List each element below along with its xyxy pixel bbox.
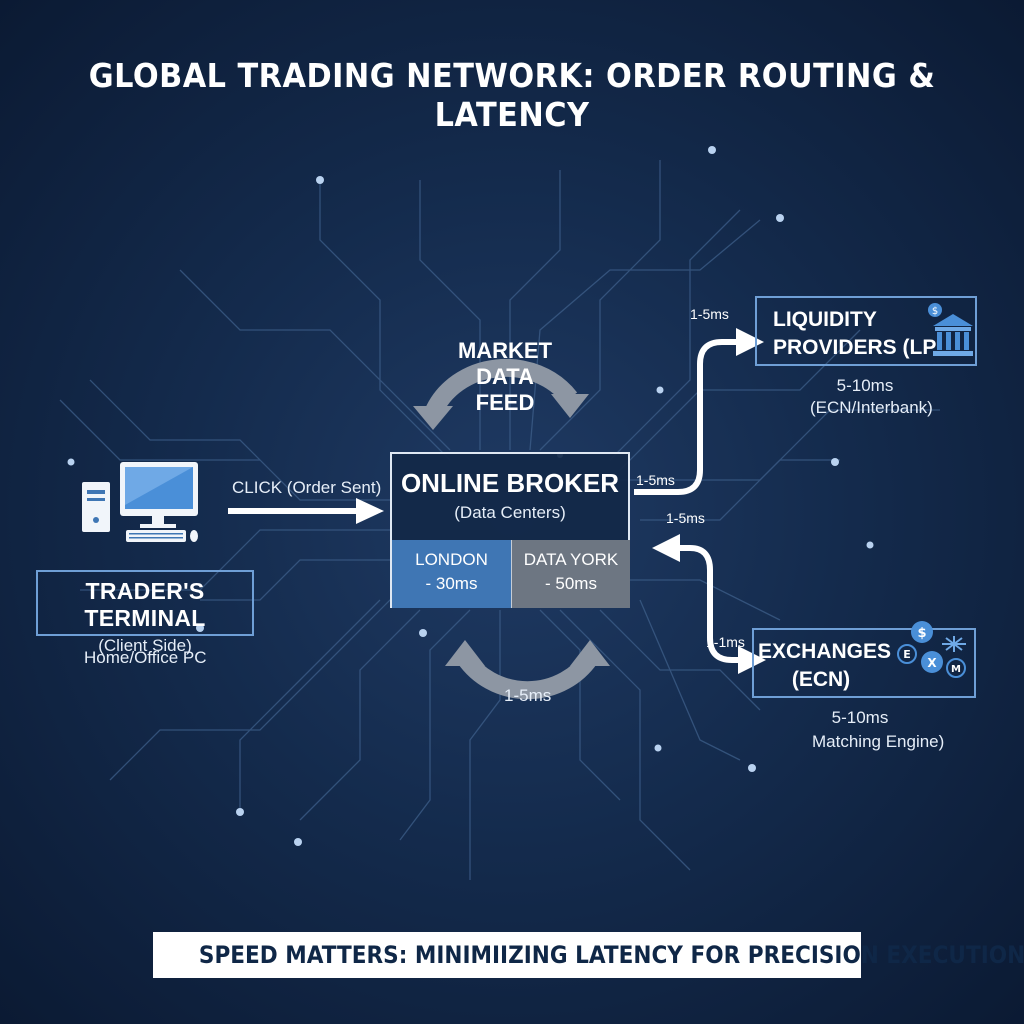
broker-subtitle: (Data Centers) [454, 503, 566, 522]
liquidity-providers-box: LIQUIDITY PROVIDERS (LP $ [755, 296, 977, 366]
exchanges-arrow-label: 1-1ms [706, 634, 745, 650]
market-data-feed-label: MARKET DATA FEED [430, 338, 580, 416]
broker-loop-label: 1-5ms [504, 686, 552, 705]
footer-text: SPEED MATTERS: MINIMIIZING LATENCY FOR P… [198, 941, 1024, 969]
svg-text:$: $ [917, 626, 926, 641]
svg-text:M: M [951, 664, 961, 675]
york-label: DATA YORK [523, 550, 619, 569]
market-feed-line2: FEED [475, 390, 535, 415]
currency-exchange-icon: $ E X M [897, 621, 966, 678]
routing-arrows [634, 328, 766, 674]
market-feed-line1: MARKET DATA [457, 338, 553, 389]
svg-text:E: E [903, 648, 911, 661]
page-title: GLOBAL TRADING NETWORK: ORDER ROUTING & … [88, 56, 936, 134]
bank-building-icon: $ [928, 303, 973, 356]
exchanges-latency: 5-10ms [831, 708, 889, 727]
broker-london-cell: LONDON - 30ms [392, 540, 511, 608]
online-broker-box: ONLINE BROKER (Data Centers) LONDON - 30… [390, 452, 630, 608]
lp-line1: LIQUIDITY [773, 308, 877, 331]
broker-york-cell: DATA YORK - 50ms [511, 540, 630, 608]
exchanges-box: EXCHANGES (ECN) $ E X M [752, 621, 976, 698]
broker-loop-arrows [445, 640, 610, 700]
exchanges-line1: EXCHANGES [758, 640, 892, 663]
trader-terminal-box: TRADER'S TERMINAL (Client Side) [36, 570, 254, 655]
trader-terminal-title: TRADER'S TERMINAL [84, 578, 206, 631]
lp-line2: PROVIDERS (LP [773, 336, 937, 359]
exchanges-note: Matching Engine) [812, 732, 945, 751]
london-latency: - 30ms [425, 574, 478, 593]
trader-terminal-caption: Home/Office PC [84, 648, 207, 667]
footer-banner: SPEED MATTERS: MINIMIIZING LATENCY FOR P… [153, 932, 1024, 978]
lp-note: (ECN/Interbank) [810, 398, 933, 417]
lp-latency: 5-10ms [836, 376, 894, 395]
london-label: LONDON [415, 550, 488, 569]
york-latency: - 50ms [545, 574, 597, 593]
exchanges-line2: (ECN) [791, 668, 851, 691]
lp-arrow-label: 1-5ms [690, 306, 729, 322]
svg-text:X: X [927, 656, 937, 670]
broker-in-label: 1-5ms [666, 510, 705, 526]
market-data-cycle-arrows [413, 358, 589, 430]
order-arrow [228, 498, 384, 524]
trader-terminal-subtitle: (Client Side) [98, 636, 192, 655]
order-arrow-label: CLICK (Order Sent) [232, 478, 382, 497]
desktop-computer-icon [82, 462, 198, 542]
broker-out-label: 1-5ms [636, 472, 675, 488]
broker-title: ONLINE BROKER [400, 468, 620, 498]
svg-text:$: $ [932, 306, 938, 317]
